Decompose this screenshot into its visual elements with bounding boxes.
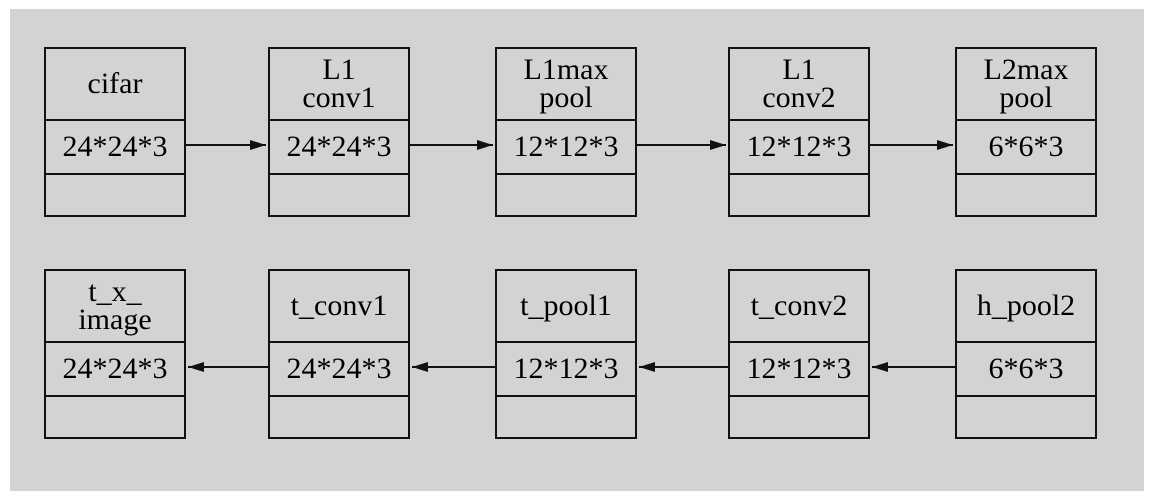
node-name: L1 conv2 — [730, 49, 868, 121]
node-name: t_conv2 — [730, 271, 868, 343]
node-t-conv1: t_conv1 24*24*3 — [268, 269, 410, 439]
node-dims: 24*24*3 — [270, 121, 408, 175]
node-h-pool2: h_pool2 6*6*3 — [955, 269, 1097, 439]
node-empty-cell — [46, 175, 184, 215]
node-dims: 6*6*3 — [957, 343, 1095, 397]
node-empty-cell — [497, 397, 635, 437]
node-empty-cell — [957, 175, 1095, 215]
node-empty-cell — [957, 397, 1095, 437]
node-dims: 24*24*3 — [46, 121, 184, 175]
node-name: cifar — [46, 49, 184, 121]
node-empty-cell — [46, 397, 184, 437]
node-dims: 6*6*3 — [957, 121, 1095, 175]
node-name: t_conv1 — [270, 271, 408, 343]
node-dims: 24*24*3 — [270, 343, 408, 397]
node-dims: 24*24*3 — [46, 343, 184, 397]
node-name: t_pool1 — [497, 271, 635, 343]
node-l2-max-pool: L2max pool 6*6*3 — [955, 47, 1097, 217]
node-dims: 12*12*3 — [730, 343, 868, 397]
node-empty-cell — [270, 175, 408, 215]
node-empty-cell — [497, 175, 635, 215]
node-name: L1max pool — [497, 49, 635, 121]
node-dims: 12*12*3 — [497, 343, 635, 397]
node-l1-conv1: L1 conv1 24*24*3 — [268, 47, 410, 217]
node-dims: 12*12*3 — [730, 121, 868, 175]
node-name: L2max pool — [957, 49, 1095, 121]
node-name: L1 conv1 — [270, 49, 408, 121]
node-dims: 12*12*3 — [497, 121, 635, 175]
node-l1-max-pool: L1max pool 12*12*3 — [495, 47, 637, 217]
node-t-x-image: t_x_ image 24*24*3 — [44, 269, 186, 439]
node-t-pool1: t_pool1 12*12*3 — [495, 269, 637, 439]
node-l1-conv2: L1 conv2 12*12*3 — [728, 47, 870, 217]
node-t-conv2: t_conv2 12*12*3 — [728, 269, 870, 439]
node-empty-cell — [730, 175, 868, 215]
node-empty-cell — [730, 397, 868, 437]
node-name: t_x_ image — [46, 271, 184, 343]
node-empty-cell — [270, 397, 408, 437]
node-cifar: cifar 24*24*3 — [44, 47, 186, 217]
node-name: h_pool2 — [957, 271, 1095, 343]
